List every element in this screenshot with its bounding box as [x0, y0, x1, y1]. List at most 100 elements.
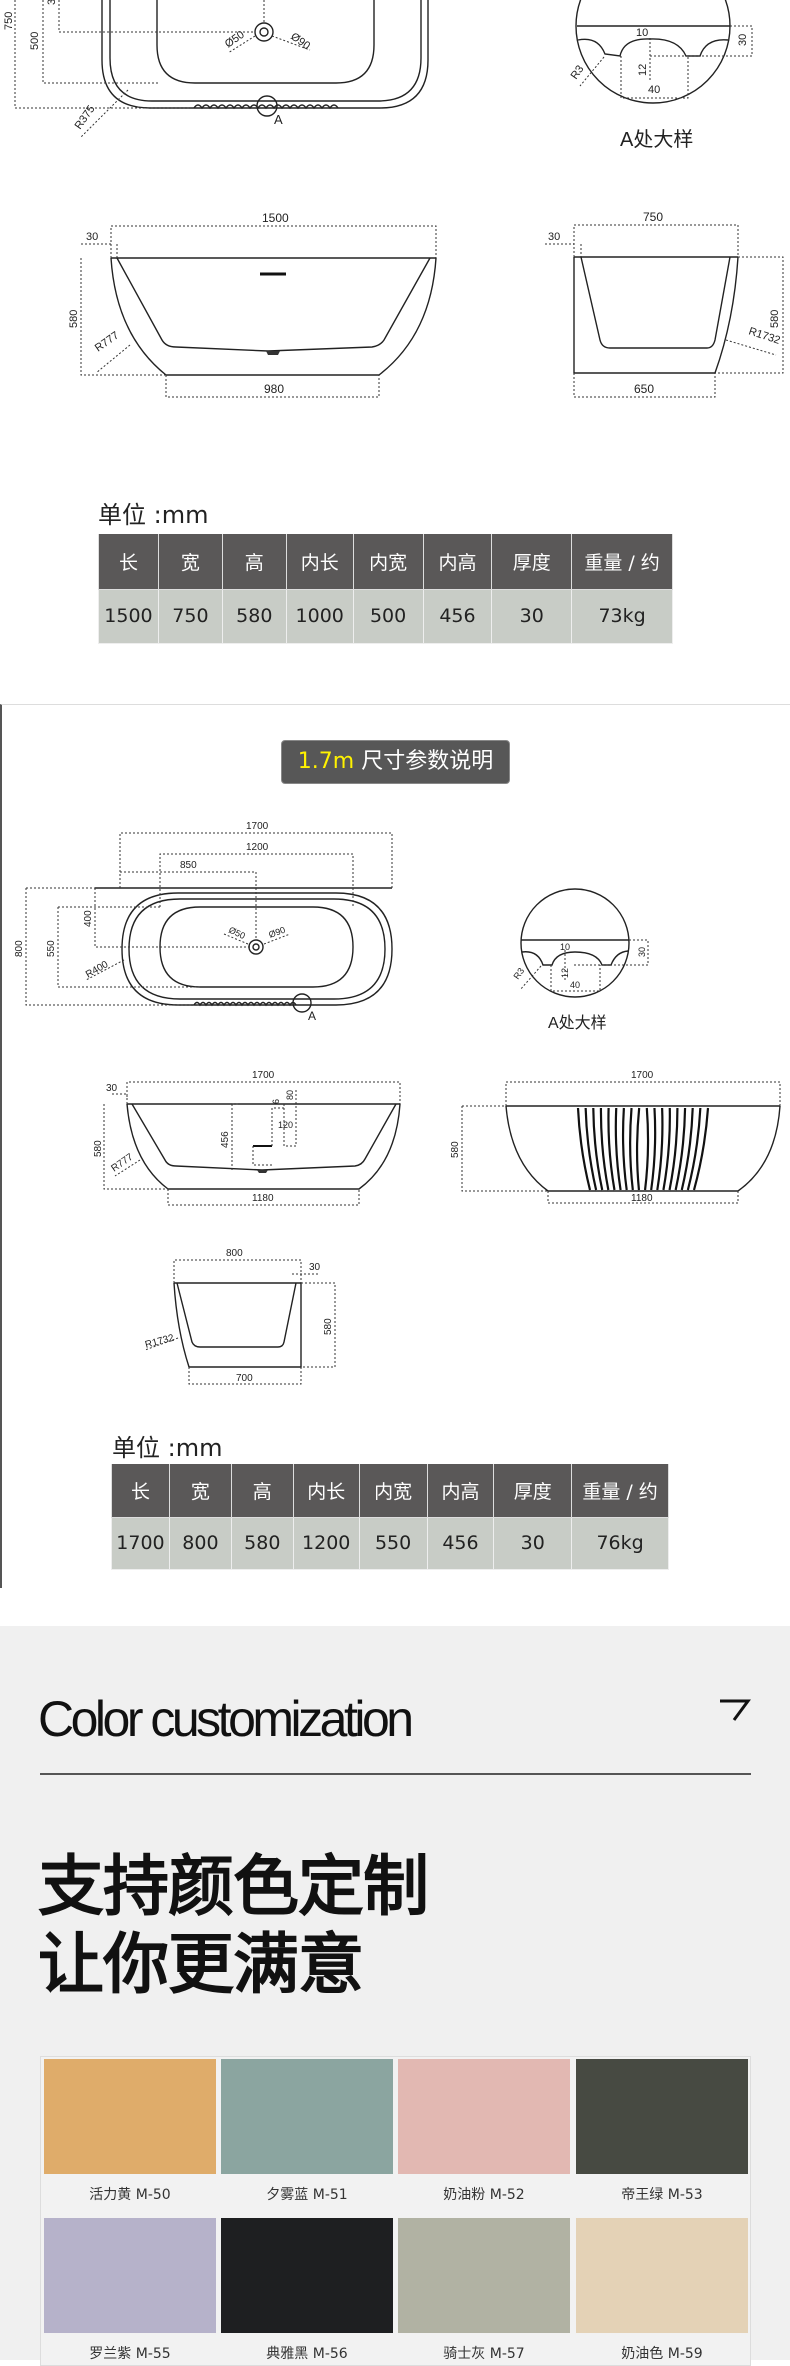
stripe: [599, 1107, 610, 1191]
plan-view-1700: 1700 1200 850 800 550 400 R400 Ø50 Ø90 A: [14, 821, 393, 1023]
dim-label: 30: [548, 231, 560, 243]
dim-label: 30: [637, 947, 647, 957]
color-headline-1: 支持颜色定制: [38, 1848, 429, 1925]
column-header: 内宽: [358, 1464, 428, 1518]
dim-label: R400: [84, 959, 111, 981]
color-swatch[interactable]: [576, 2059, 748, 2174]
dim-label: 550: [46, 940, 57, 957]
detail-a-1700: 10 30 12 40 R3 A处大样: [511, 888, 649, 1032]
color-swatch[interactable]: [44, 2218, 216, 2333]
dim-label: 1700: [252, 1070, 275, 1081]
swatch-label: 典雅黑 M-56: [266, 2346, 348, 2362]
divider: [40, 1773, 751, 1775]
table-cell: 500: [352, 588, 424, 644]
table-cell: 1200: [292, 1516, 360, 1570]
dim-label: 1500: [262, 211, 289, 225]
dim-label: 1180: [631, 1193, 653, 1204]
color-swatch[interactable]: [44, 2059, 216, 2174]
table-cell: 550: [358, 1516, 428, 1570]
stripe: [614, 1107, 622, 1191]
dim-label: 6: [271, 1099, 281, 1104]
column-header: 长: [98, 534, 159, 590]
dim-label: 30: [86, 231, 98, 243]
stripe: [686, 1107, 702, 1191]
swatch-label: 罗兰紫 M-55: [89, 2346, 171, 2362]
dim-label: 1180: [252, 1193, 274, 1204]
column-header: 高: [230, 1464, 294, 1518]
swatch-label: 帝王绿 M-53: [621, 2187, 703, 2203]
dim-label: 80: [285, 1090, 295, 1100]
dim-label: R3: [511, 966, 526, 981]
table-cell: 1500: [98, 588, 159, 644]
color-swatch[interactable]: [398, 2059, 570, 2174]
dim-label: 10: [560, 942, 570, 952]
stripe: [629, 1107, 634, 1191]
column-header: 宽: [157, 534, 223, 590]
column-header: 重量 / 约: [571, 1464, 669, 1518]
dim-label: 40: [648, 84, 660, 96]
detail-title: A处大样: [548, 1014, 607, 1032]
color-swatch[interactable]: [576, 2218, 748, 2333]
table-cell: 800: [168, 1516, 232, 1570]
table-cell: 456: [422, 588, 493, 644]
dim-label: 750: [643, 210, 663, 224]
column-header: 高: [221, 534, 287, 590]
stripe: [680, 1107, 694, 1191]
stripe: [656, 1107, 664, 1191]
color-swatch[interactable]: [221, 2059, 393, 2174]
detail-title: A处大样: [620, 128, 693, 151]
unit-label-1700: 单位 :mm: [112, 1434, 223, 1462]
stripe: [592, 1107, 604, 1191]
column-header: 内长: [285, 534, 354, 590]
stripe: [650, 1107, 657, 1191]
dim-label: R3: [569, 63, 587, 81]
table-cell: 1700: [111, 1516, 170, 1570]
stripe: [643, 1107, 650, 1191]
stripe: [576, 1107, 592, 1191]
stripe: [607, 1107, 616, 1191]
dim-label: 800: [14, 940, 25, 957]
stripe: [692, 1107, 710, 1191]
column-header: 内高: [422, 534, 493, 590]
swatch-label: 骑士灰 M-57: [443, 2346, 525, 2362]
side-view-1700: 1700 30 580 R777 456 6 80 120 1180: [93, 1070, 401, 1206]
color-swatch[interactable]: [398, 2218, 570, 2333]
dim-label: 400: [83, 910, 94, 927]
dim-label: 700: [236, 1373, 253, 1384]
color-swatch[interactable]: [221, 2218, 393, 2333]
table-cell: 76kg: [571, 1516, 669, 1570]
stripe: [674, 1107, 687, 1191]
table-cell: 750: [157, 588, 223, 644]
column-header: 宽: [168, 1464, 232, 1518]
dim-label: R1732: [144, 1333, 176, 1351]
section-1-7m: [0, 704, 790, 1588]
stripe: [584, 1107, 598, 1191]
table-cell: 456: [426, 1516, 495, 1570]
end-view-1500: 750 30 580 R1732 650: [545, 210, 784, 398]
dim-label: A: [308, 1009, 316, 1023]
dim-label: 3: [46, 0, 58, 5]
dim-label: 120: [278, 1120, 293, 1130]
column-header: 内宽: [352, 534, 424, 590]
table-header-row: 长宽高内长内宽内高厚度重量 / 约: [98, 534, 673, 590]
badge-text: 尺寸参数说明: [354, 749, 494, 774]
table-cell: 1000: [285, 588, 354, 644]
column-header: 厚度: [491, 534, 573, 590]
plan-view-1500: 750 500 3 Ø50 Ø90 R375 A: [3, 0, 429, 138]
dim-label: 1700: [246, 821, 269, 832]
color-headline-2: 让你更满意: [38, 1926, 364, 2003]
color-section-title: Color customization: [38, 1691, 414, 1747]
stripe: [635, 1107, 641, 1191]
dim-label: 800: [226, 1248, 243, 1259]
dim-label: 30: [737, 34, 749, 46]
badge-size: 1.7m: [297, 749, 355, 774]
dim-label: 580: [93, 1140, 104, 1157]
stripe: [621, 1107, 628, 1191]
dim-label: R777: [93, 330, 121, 355]
technical-drawings: 750 500 3 Ø50 Ø90 R375 A 10 30 12 40 R3 …: [3, 0, 784, 1385]
stripe: [668, 1107, 679, 1191]
swatch-label: 活力黄 M-50: [89, 2187, 171, 2203]
dim-label: 12: [637, 64, 649, 76]
